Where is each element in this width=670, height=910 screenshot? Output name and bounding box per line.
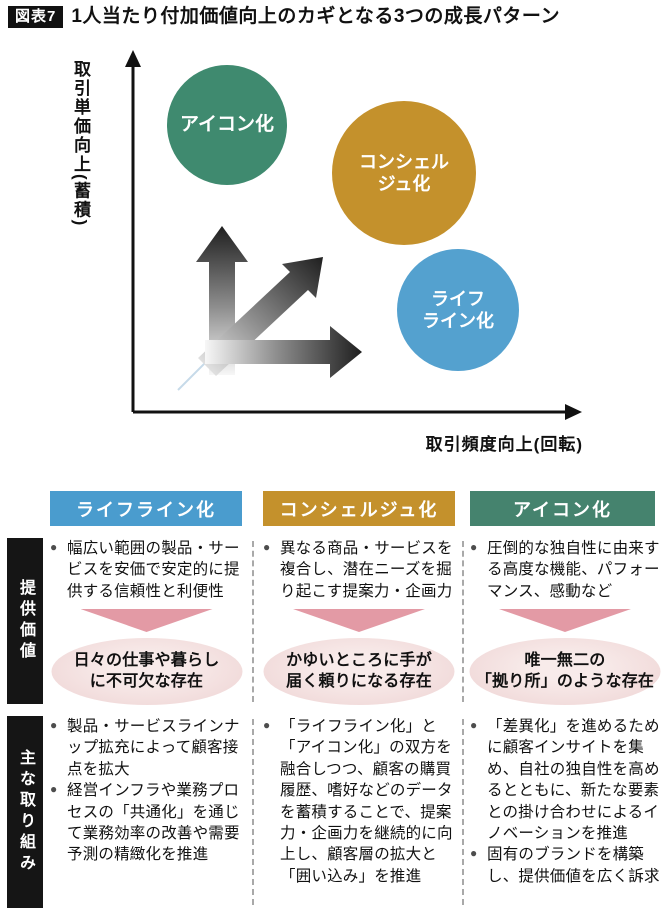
value-cell-icon: ● 圧倒的な独自性に由来する高度な機能、パフォーマンス、感動など 唯一無二の 「… <box>469 538 661 705</box>
column-divider <box>252 541 254 702</box>
value-text: 異なる商品・サービスを複合し、潜在ニーズを掘り起こす提案力・企画力 <box>280 540 453 600</box>
action-text: 「ライフライン化」と「アイコン化」の双方を融合しつつ、顧客の購買履歴、嗜好などの… <box>280 718 453 885</box>
growth-arrows-icon <box>196 226 362 378</box>
row-label-main-actions: 主な取り組み <box>7 716 43 908</box>
axes-and-arrows-graphic <box>125 50 582 420</box>
action-cell-lifeline: ● 製品・サービスラインナップ拡充によって顧客接点を拡大 ● 経営インフラや業務… <box>50 716 243 908</box>
column-header-lifeline: ライフライン化 <box>50 491 242 526</box>
bullet-icon: ● <box>50 718 58 732</box>
column-divider <box>252 719 254 905</box>
value-text: 幅広い範囲の製品・サービスを安価で安定的に提供する信頼性と利便性 <box>67 540 240 600</box>
x-axis <box>133 404 582 420</box>
column-header-icon: アイコン化 <box>470 491 655 526</box>
down-triangle-icon <box>80 609 213 632</box>
down-triangle-icon <box>499 609 631 632</box>
action-cell-concierge: ● 「ライフライン化」と「アイコン化」の双方を融合しつつ、顧客の購買履歴、嗜好な… <box>263 716 455 908</box>
bullet-icon: ● <box>470 540 478 554</box>
bullet-icon: ● <box>50 782 58 797</box>
bullet-icon: ● <box>470 846 478 861</box>
action-text: 製品・サービスラインナップ拡充によって顧客接点を拡大 <box>67 718 240 778</box>
value-cell-concierge: ● 異なる商品・サービスを複合し、潜在ニーズを掘り起こす提案力・企画力 かゆいと… <box>263 538 455 705</box>
bubble-concierge: コンシェル ジュ化 <box>332 101 476 245</box>
bullet-icon: ● <box>263 540 271 554</box>
action-cell-icon: ● 「差異化」を進めるために顧客インサイトを集め、自社の独自性を高めるとともに、… <box>470 716 660 908</box>
bubble-lifeline: ライフ ライン化 <box>397 249 519 371</box>
column-divider <box>462 541 464 702</box>
y-axis-label: 取引単価向上(蓄積) <box>71 60 90 228</box>
bullet-icon: ● <box>263 718 271 732</box>
value-summary-ellipse: かゆいところに手が 届く頼りになる存在 <box>263 638 455 705</box>
action-text: 「差異化」を進めるために顧客インサイトを集め、自社の独自性を高めるとともに、新た… <box>487 718 660 842</box>
growth-pattern-chart: 取引単価向上(蓄積) 取引頻度向上(回転) アイコン化 コンシェル ジュ化 ライ… <box>0 36 670 470</box>
figure-header: 図表7 1人当たり付加価値向上のカギとなる3つの成長パターン <box>8 6 560 28</box>
y-axis <box>125 50 141 412</box>
action-text: 固有のブランドを構築し、提供価値を広く訴求 <box>487 846 660 885</box>
bullet-icon: ● <box>50 540 58 554</box>
column-header-concierge: コンシェルジュ化 <box>263 491 455 526</box>
column-divider <box>462 719 464 905</box>
value-cell-lifeline: ● 幅広い範囲の製品・サービスを安価で安定的に提供する信頼性と利便性 日々の仕事… <box>50 538 243 705</box>
value-summary-ellipse: 日々の仕事や暮らし に不可欠な存在 <box>51 638 242 705</box>
figure-title: 1人当たり付加価値向上のカギとなる3つの成長パターン <box>71 5 560 27</box>
bullet-icon: ● <box>470 718 478 732</box>
figure-tag-badge: 図表7 <box>8 6 64 28</box>
x-axis-label: 取引頻度向上(回転) <box>425 435 583 454</box>
value-summary-ellipse: 唯一無二の 「拠り所」のような存在 <box>469 638 661 705</box>
bubble-iconization: アイコン化 <box>167 65 287 185</box>
row-label-provided-value: 提供価値 <box>7 538 43 704</box>
down-triangle-icon <box>293 609 425 632</box>
value-text: 圧倒的な独自性に由来する高度な機能、パフォーマンス、感動など <box>487 540 660 600</box>
action-text: 経営インフラや業務プロセスの「共通化」を通じて業務効率の改善や需要予測の精緻化を… <box>67 782 240 864</box>
